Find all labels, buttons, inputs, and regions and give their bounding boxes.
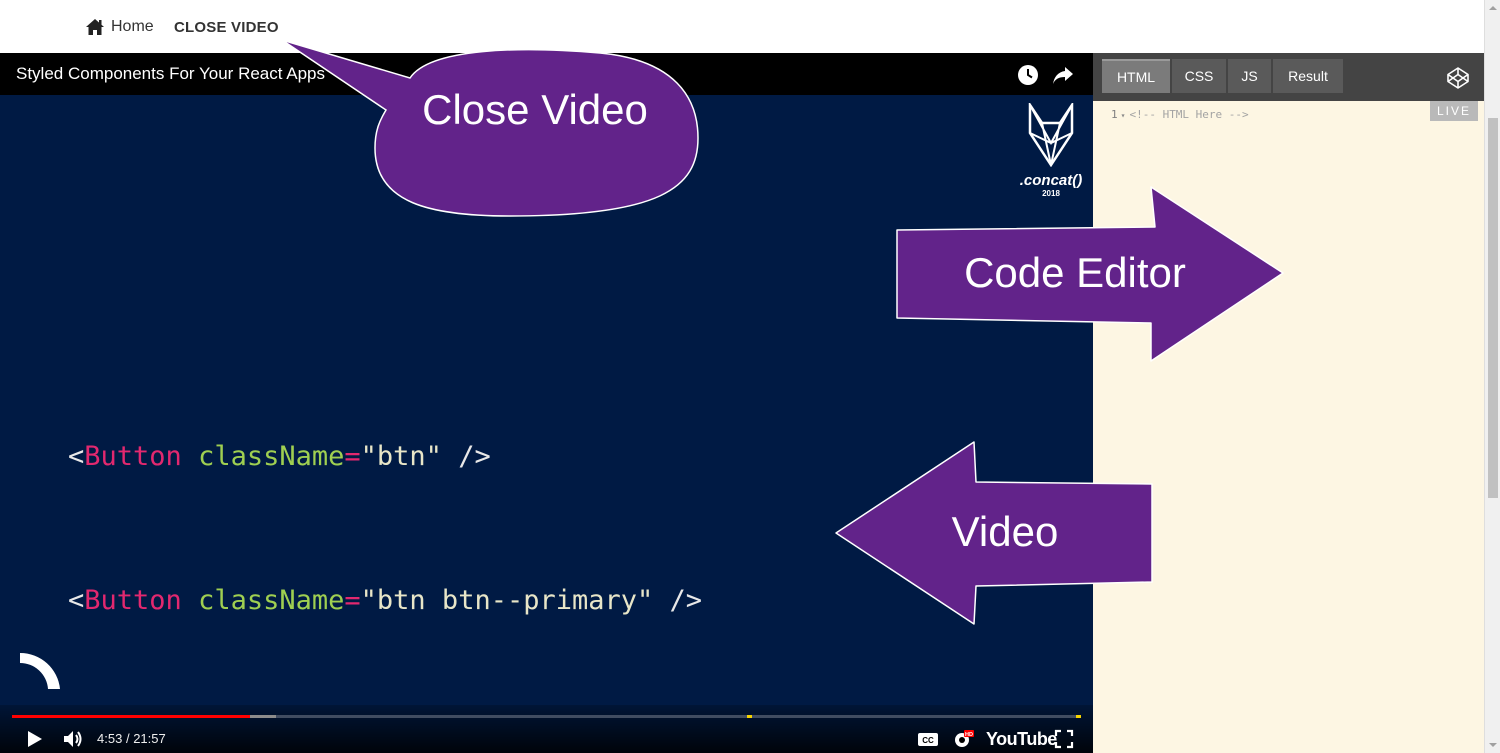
code-line: 1▾<!-- HTML Here --> bbox=[1111, 108, 1249, 121]
scrollbar-thumb[interactable] bbox=[1488, 118, 1498, 498]
code-bracket-close: /> bbox=[653, 585, 703, 616]
duration: 21:57 bbox=[133, 731, 166, 746]
code-tag: Button bbox=[84, 441, 182, 472]
progress-bar[interactable] bbox=[12, 715, 1081, 718]
slide-code-line: <Button className="btn btn--primary" /> bbox=[68, 577, 702, 625]
tab-result[interactable]: Result bbox=[1273, 59, 1343, 93]
code-bracket: < bbox=[68, 585, 85, 616]
close-video-link[interactable]: CLOSE VIDEO bbox=[174, 14, 279, 40]
tab-css[interactable]: CSS bbox=[1172, 59, 1226, 93]
video-arrow bbox=[835, 441, 1153, 625]
page-scrollbar[interactable] bbox=[1484, 0, 1500, 753]
concat-logo-year: 2018 bbox=[1042, 189, 1060, 198]
time-separator: / bbox=[125, 731, 130, 746]
code-equals: = bbox=[344, 441, 361, 472]
captions-icon[interactable]: CC bbox=[916, 727, 940, 751]
current-time: 4:53 bbox=[97, 731, 123, 746]
progress-marker bbox=[747, 715, 753, 718]
fullscreen-icon[interactable] bbox=[1052, 727, 1076, 751]
share-icon[interactable] bbox=[1052, 64, 1074, 86]
play-icon[interactable] bbox=[22, 727, 46, 751]
volume-icon[interactable] bbox=[61, 727, 85, 751]
svg-text:HD: HD bbox=[965, 732, 973, 738]
video-title[interactable]: Styled Components For Your React Apps bbox=[16, 64, 326, 83]
html-placeholder-comment: <!-- HTML Here --> bbox=[1129, 108, 1249, 121]
loading-spinner-icon bbox=[20, 652, 60, 689]
scroll-up-arrow-icon[interactable] bbox=[1488, 3, 1498, 13]
line-number: 1 bbox=[1111, 108, 1118, 121]
tab-js[interactable]: JS bbox=[1228, 59, 1271, 93]
slide-code: <Button className="btn" /> <Button class… bbox=[68, 337, 702, 721]
home-icon bbox=[86, 19, 104, 35]
scroll-down-arrow-icon[interactable] bbox=[1488, 740, 1498, 750]
concat-logo-text: .concat() bbox=[1019, 172, 1083, 189]
tab-html[interactable]: HTML bbox=[1102, 59, 1170, 93]
code-tag: Button bbox=[84, 585, 182, 616]
live-badge: LIVE bbox=[1430, 101, 1478, 121]
code-equals: = bbox=[344, 585, 361, 616]
fox-logo-icon bbox=[1028, 100, 1074, 168]
video-annotation: Video bbox=[951, 508, 1059, 555]
settings-hd-icon[interactable]: HD bbox=[951, 727, 975, 751]
code-editor-panel: HTML CSS JS Result 1▾<!-- HTML Here --> … bbox=[1093, 53, 1484, 753]
home-link-label: Home bbox=[111, 18, 154, 35]
code-attribute: className bbox=[198, 585, 345, 616]
svg-text:CC: CC bbox=[922, 736, 934, 745]
close-video-label: CLOSE VIDEO bbox=[174, 18, 279, 36]
fold-arrow-icon[interactable]: ▾ bbox=[1120, 111, 1126, 120]
home-link[interactable]: Home bbox=[85, 14, 154, 40]
youtube-logo[interactable]: YouTube bbox=[986, 729, 1057, 749]
code-bracket: < bbox=[68, 441, 85, 472]
close-video-annotation: Close Video bbox=[422, 86, 648, 133]
progress-played bbox=[12, 715, 251, 718]
codepen-icon[interactable] bbox=[1447, 67, 1469, 89]
code-string: "btn btn--primary" bbox=[360, 585, 654, 616]
time-display: 4:53 / 21:57 bbox=[97, 731, 166, 746]
code-attribute: className bbox=[198, 441, 345, 472]
editor-tabs: HTML CSS JS Result bbox=[1093, 53, 1484, 101]
close-video-callout bbox=[281, 39, 699, 217]
slide-code-line: <Button className="btn" /> bbox=[68, 433, 702, 481]
code-editor-annotation: Code Editor bbox=[964, 249, 1186, 296]
video-controls: 4:53 / 21:57 CC HD YouTube bbox=[0, 705, 1093, 753]
progress-marker bbox=[1076, 715, 1081, 718]
code-editor-arrow bbox=[896, 186, 1284, 362]
top-navigation: Home CLOSE VIDEO bbox=[0, 0, 1484, 54]
clock-icon[interactable] bbox=[1017, 64, 1039, 86]
code-bracket-close: /> bbox=[441, 441, 491, 472]
code-string: "btn" bbox=[360, 441, 442, 472]
concat-logo: .concat() 2018 bbox=[1012, 100, 1090, 198]
